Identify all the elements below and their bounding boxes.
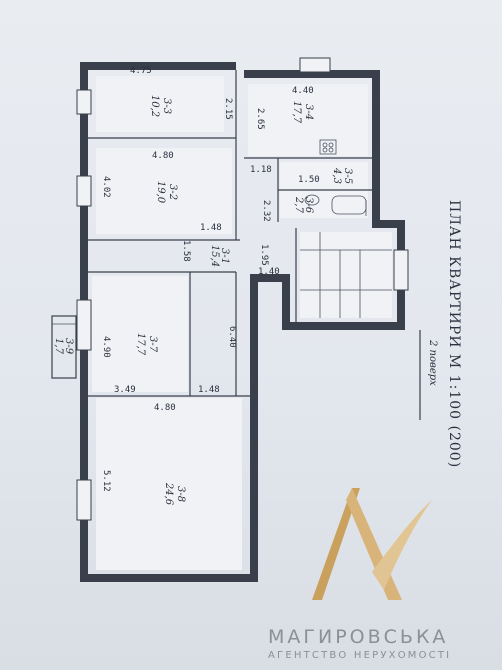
room-3-7-id: 3-7 bbox=[147, 336, 158, 353]
room-3-6-dim: 2.32 bbox=[261, 200, 271, 222]
outer-walls bbox=[80, 62, 405, 582]
room-3-5-id: 3-5 bbox=[342, 168, 353, 184]
room-3-8 bbox=[96, 398, 242, 570]
dim-2-15: 2.15 bbox=[223, 98, 233, 120]
dim-4-02: 4.02 bbox=[101, 176, 111, 198]
room-3-9-id: 3-9 bbox=[63, 338, 74, 355]
room-3-2 bbox=[96, 148, 232, 234]
interior-walls bbox=[88, 70, 392, 397]
brand-name: МАГИРОВСЬКА bbox=[268, 626, 449, 648]
room-3-7-area: 17,7 bbox=[135, 333, 146, 356]
dim-1-40: 1.40 bbox=[258, 267, 280, 277]
room-3-5-area: 4,3 bbox=[331, 167, 342, 184]
room-3-8-area: 24,6 bbox=[163, 482, 174, 506]
dim-1-18: 1.18 bbox=[250, 165, 272, 175]
room-3-3-id: 3-3 bbox=[161, 98, 172, 114]
dim-1-48-b: 1.48 bbox=[198, 385, 220, 395]
dim-6-40: 6.40 bbox=[227, 326, 237, 348]
room-3-7-dim: 4.90 bbox=[101, 336, 111, 358]
room-3-9-area: 1,7 bbox=[53, 338, 64, 355]
room-3-2-dim: 4.80 bbox=[152, 151, 174, 161]
brand-logo bbox=[312, 488, 432, 600]
room-3-5-dim: 1.50 bbox=[298, 175, 320, 185]
balcony-icon bbox=[51, 315, 77, 379]
dim-1-95: 1.95 bbox=[259, 244, 269, 266]
room-3-3-dim: 4.75 bbox=[130, 66, 152, 76]
room-3-4 bbox=[248, 84, 368, 156]
dim-3-49: 3.49 bbox=[114, 385, 136, 395]
brand-block: МАГИРОВСЬКА АГЕНТСТВО НЕРУХОМОСТІ bbox=[268, 626, 502, 661]
room-3-2-area: 19,0 bbox=[155, 181, 166, 204]
room-3-4-id: 3-4 bbox=[303, 104, 314, 120]
room-3-3 bbox=[96, 76, 224, 132]
room-3-2-id: 3-2 bbox=[167, 184, 178, 200]
dim-1-58: 1.58 bbox=[181, 240, 191, 262]
toilet-icon bbox=[304, 194, 320, 206]
floor-label: 2 поверх bbox=[427, 339, 438, 386]
plan-title: ПЛАН КВАРТИРИ М 1:100 (200) bbox=[446, 200, 462, 468]
room-3-1-dim: 1.48 bbox=[200, 223, 222, 233]
dim-2-65: 2.65 bbox=[255, 108, 265, 130]
room-3-6-id: 3-6 bbox=[303, 197, 314, 214]
room-3-3-area: 10,2 bbox=[149, 95, 160, 117]
room-3-1-area: 15,4 bbox=[209, 245, 220, 267]
room-3-8-id: 3-8 bbox=[175, 486, 186, 502]
room-3-7 bbox=[92, 276, 188, 392]
brand-subtitle: АГЕНТСТВО НЕРУХОМОСТІ bbox=[268, 650, 452, 661]
dim-5-12: 5.12 bbox=[101, 470, 111, 492]
windows bbox=[76, 57, 409, 521]
room-3-8-dim: 4.80 bbox=[154, 403, 176, 413]
room-3-6-area: 2,7 bbox=[293, 196, 304, 214]
stairwell bbox=[300, 232, 392, 318]
room-3-4-area: 17,7 bbox=[291, 101, 302, 124]
stove-icon bbox=[319, 139, 337, 155]
room-3-4-dim: 4.40 bbox=[292, 86, 314, 96]
bathtub-icon bbox=[331, 195, 367, 215]
room-3-1-id: 3-1 bbox=[219, 248, 230, 264]
